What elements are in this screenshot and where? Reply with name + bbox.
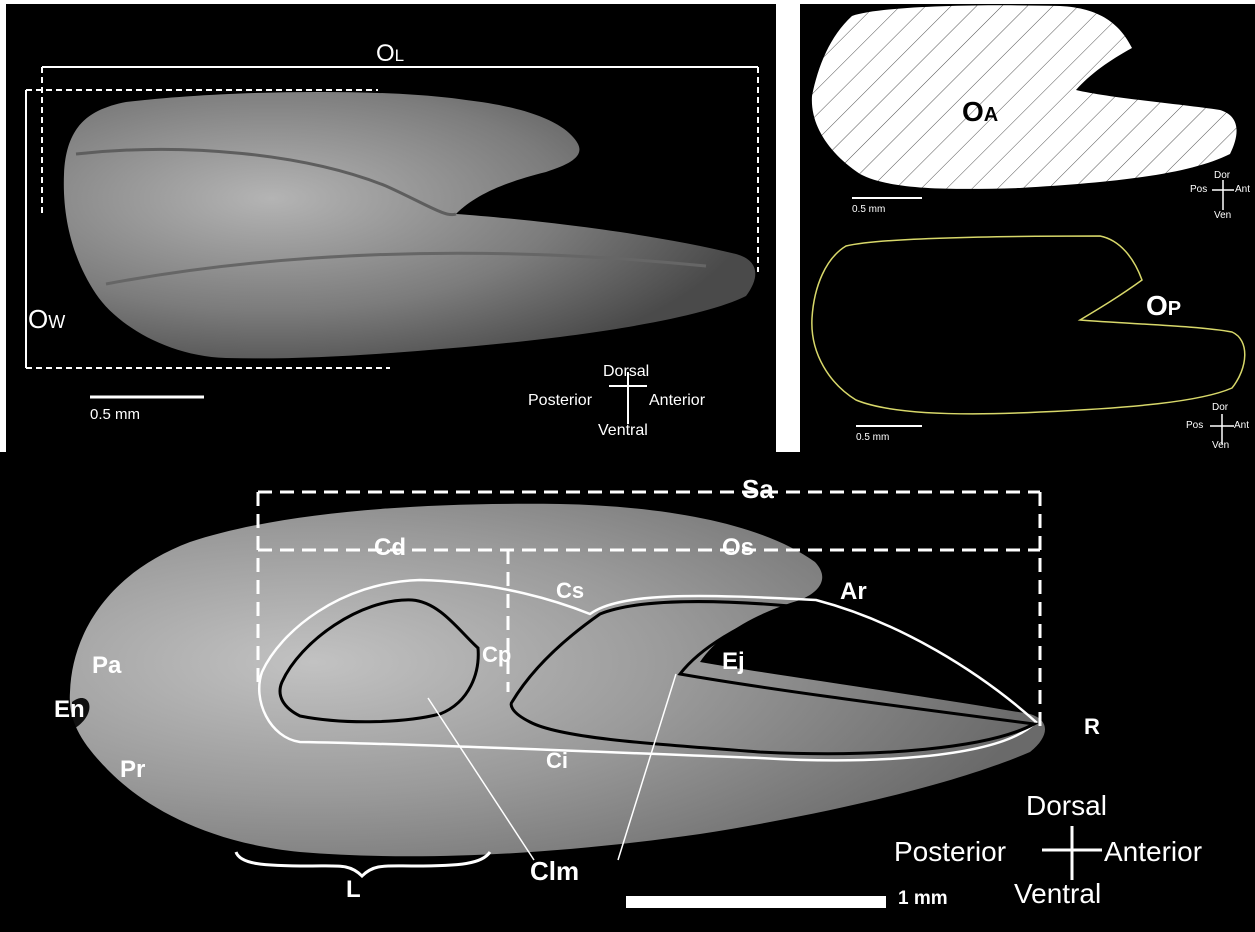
label-r: R xyxy=(1084,714,1100,740)
otolith-body xyxy=(70,504,1045,857)
label-ci: Ci xyxy=(546,748,568,774)
label-l: L xyxy=(346,876,361,904)
compass-ventral: Ventral xyxy=(598,422,648,440)
ow-label: OW xyxy=(28,304,65,335)
otolith-perimeter-shape xyxy=(812,236,1245,414)
label-ar: Ar xyxy=(840,578,867,606)
label-pa: Pa xyxy=(92,652,121,680)
annotated-otolith-graphic xyxy=(0,452,1255,932)
compass-dorsal: Dorsal xyxy=(603,363,649,381)
compass-anterior: Ant xyxy=(1235,184,1250,195)
area-outline-graphic xyxy=(800,4,1255,228)
scale-label: 0.5 mm xyxy=(856,432,889,443)
compass-anterior: Ant xyxy=(1234,420,1249,431)
scale-label: 0.5 mm xyxy=(90,406,140,423)
label-cd: Cd xyxy=(374,534,406,562)
panel-otolith-photo: OL OW 0.5 mm Dorsal Posterior Anterior V… xyxy=(6,4,776,452)
otolith-shape xyxy=(64,92,755,358)
compass-ventral: Ven xyxy=(1214,210,1231,221)
compass-posterior: Pos xyxy=(1186,420,1203,431)
compass-ventral: Ventral xyxy=(1014,878,1101,910)
perimeter-outline-graphic xyxy=(800,228,1255,452)
panel-area-outline: OA 0.5 mm Dor Pos Ant Ven xyxy=(800,4,1255,228)
compass-posterior: Posterior xyxy=(528,392,592,410)
compass-posterior: Pos xyxy=(1190,184,1207,195)
label-en: En xyxy=(54,696,85,724)
compass-dorsal: Dor xyxy=(1214,170,1230,181)
compass-posterior: Posterior xyxy=(894,836,1006,868)
label-pr: Pr xyxy=(120,756,145,784)
compass-dorsal: Dor xyxy=(1212,402,1228,413)
label-cs: Cs xyxy=(556,578,584,604)
label-sa: Sa xyxy=(742,474,774,505)
label-ej: Ej xyxy=(722,648,745,676)
compass-anterior: Anterior xyxy=(1104,836,1202,868)
panel-annotated-anatomy: Sa Cd Os Ar Cs Cp Ej Pa En Pr Ci R Clm L… xyxy=(0,452,1255,932)
compass-dorsal: Dorsal xyxy=(1026,790,1107,822)
scale-label: 0.5 mm xyxy=(852,204,885,215)
label-clm: Clm xyxy=(530,856,579,887)
oa-label: OA xyxy=(962,96,998,128)
ol-label: OL xyxy=(376,40,404,68)
compass-anterior: Anterior xyxy=(649,392,705,410)
scale-label: 1 mm xyxy=(898,888,948,910)
otolith-photo-graphic xyxy=(6,4,776,452)
op-label: OP xyxy=(1146,290,1181,322)
compass-ventral: Ven xyxy=(1212,440,1229,451)
panel-perimeter-outline: OP 0.5 mm Dor Pos Ant Ven xyxy=(800,228,1255,452)
label-cp: Cp xyxy=(482,642,511,668)
label-os: Os xyxy=(722,534,754,562)
otolith-area-shape xyxy=(812,5,1237,189)
